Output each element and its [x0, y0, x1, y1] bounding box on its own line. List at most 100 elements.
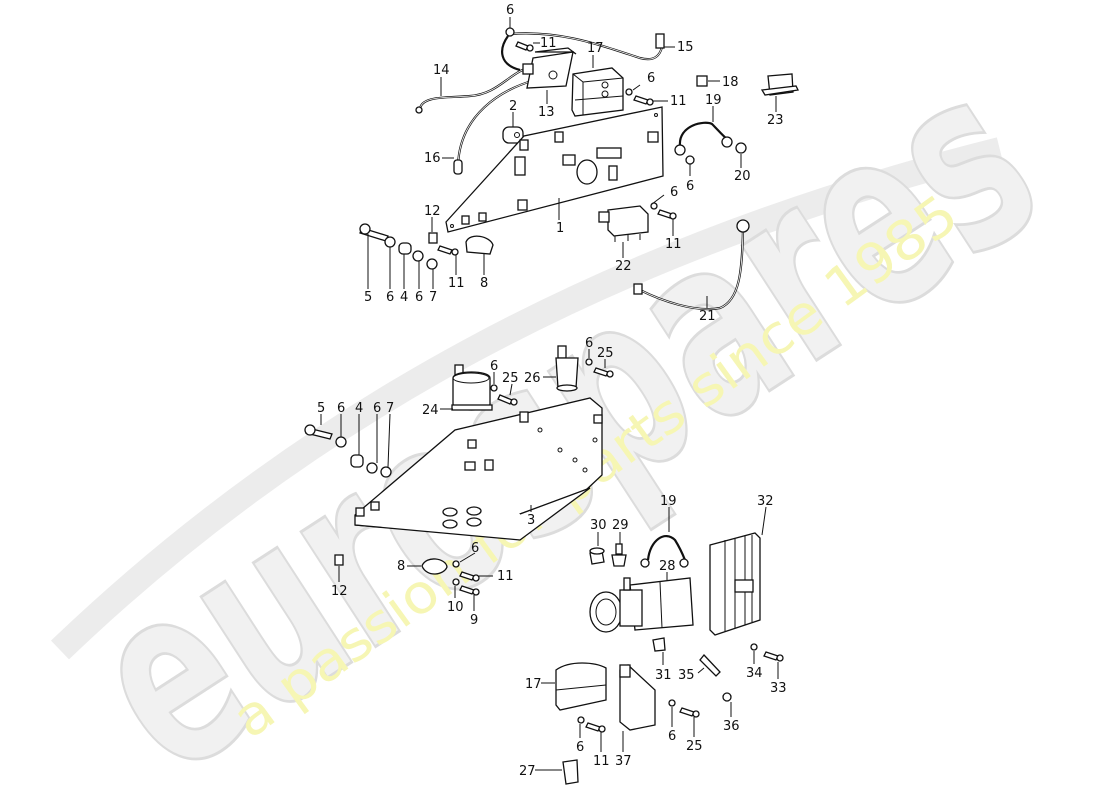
screw-icon [633, 95, 649, 105]
callout-6[interactable]: 6 [506, 3, 514, 18]
nut-20-icon [735, 142, 747, 154]
screw-33-icon [763, 651, 779, 661]
callout-12[interactable]: 12 [331, 584, 348, 599]
regulator-32-icon [709, 532, 761, 636]
relay-37-icon [619, 664, 656, 731]
coil-28-icon [589, 577, 694, 633]
callout-18[interactable]: 18 [722, 75, 739, 90]
callout-6[interactable]: 6 [337, 401, 345, 416]
callout-34[interactable]: 34 [746, 666, 763, 681]
callout-10[interactable]: 10 [447, 600, 464, 615]
callout-11[interactable]: 11 [497, 569, 514, 584]
callout-2[interactable]: 2 [509, 99, 517, 114]
screw-icon [459, 571, 475, 581]
callout-11[interactable]: 11 [670, 94, 687, 109]
callout-14[interactable]: 14 [433, 63, 450, 78]
leader-lines [320, 17, 779, 771]
washer-icon [577, 716, 585, 724]
callout-25[interactable]: 25 [502, 371, 519, 386]
grommet-8-icon [421, 558, 448, 575]
callout-20[interactable]: 20 [734, 169, 751, 184]
fastener-set-upper-icon [359, 223, 494, 270]
callout-11[interactable]: 11 [665, 237, 682, 252]
callout-5[interactable]: 5 [364, 290, 372, 305]
callout-19[interactable]: 19 [660, 494, 677, 509]
washer-icon [685, 155, 695, 165]
clip-12-icon [428, 232, 438, 244]
callout-4[interactable]: 4 [355, 401, 363, 416]
callout-6[interactable]: 6 [471, 541, 479, 556]
callout-6[interactable]: 6 [386, 290, 394, 305]
callout-12[interactable]: 12 [424, 204, 441, 219]
callout-21[interactable]: 21 [699, 309, 716, 324]
callout-6[interactable]: 6 [647, 71, 655, 86]
washer-icon [505, 27, 515, 37]
callout-16[interactable]: 16 [424, 151, 441, 166]
callout-35[interactable]: 35 [678, 668, 695, 683]
plug-31-icon [652, 637, 666, 652]
callout-24[interactable]: 24 [422, 403, 439, 418]
grommet-8-icon [465, 235, 494, 255]
callout-26[interactable]: 26 [524, 371, 541, 386]
callout-27[interactable]: 27 [519, 764, 536, 779]
callout-11[interactable]: 11 [540, 36, 557, 51]
regulator-17b-icon [555, 662, 607, 711]
screw-icon [679, 707, 695, 717]
callout-17[interactable]: 17 [587, 41, 604, 56]
callout-6[interactable]: 6 [670, 185, 678, 200]
callout-37[interactable]: 37 [615, 754, 632, 769]
callout-25[interactable]: 25 [597, 346, 614, 361]
callout-36[interactable]: 36 [723, 719, 740, 734]
relay-13-icon [522, 47, 577, 89]
ground-strap-19b [646, 535, 687, 561]
callout-labels: 6 11 17 15 14 6 18 13 11 19 23 2 16 6 20… [317, 3, 787, 779]
callout-6[interactable]: 6 [373, 401, 381, 416]
callout-19[interactable]: 19 [705, 93, 722, 108]
callout-17[interactable]: 17 [525, 677, 542, 692]
callout-31[interactable]: 31 [655, 668, 672, 683]
callout-3[interactable]: 3 [527, 513, 535, 528]
washer-icon [585, 358, 593, 366]
loose-components [555, 532, 784, 785]
callout-30[interactable]: 30 [590, 518, 607, 533]
relay-23-icon [760, 73, 799, 96]
wire-15-terminal-icon [655, 33, 665, 49]
callout-5[interactable]: 5 [317, 401, 325, 416]
washer-icon [452, 560, 460, 568]
washer-icon [650, 202, 658, 210]
callout-1[interactable]: 1 [556, 221, 564, 236]
callout-8[interactable]: 8 [397, 559, 405, 574]
callout-4[interactable]: 4 [400, 290, 408, 305]
callout-15[interactable]: 15 [677, 40, 694, 55]
callout-9[interactable]: 9 [470, 613, 478, 628]
callout-29[interactable]: 29 [612, 518, 629, 533]
terminal-29-icon [615, 543, 623, 555]
callout-6[interactable]: 6 [686, 179, 694, 194]
mounting-panel-1-icon [445, 106, 664, 233]
callout-11[interactable]: 11 [448, 276, 465, 291]
lower-panel-assembly [304, 345, 614, 596]
callout-13[interactable]: 13 [538, 105, 555, 120]
callout-11[interactable]: 11 [593, 754, 610, 769]
callout-8[interactable]: 8 [480, 276, 488, 291]
callout-28[interactable]: 28 [659, 559, 676, 574]
callout-6[interactable]: 6 [668, 729, 676, 744]
callout-6[interactable]: 6 [576, 740, 584, 755]
callout-25[interactable]: 25 [686, 739, 703, 754]
screw-icon [497, 394, 513, 405]
callout-33[interactable]: 33 [770, 681, 787, 696]
callout-22[interactable]: 22 [615, 259, 632, 274]
fastener-set-lower-icon [304, 424, 392, 478]
callout-23[interactable]: 23 [767, 113, 784, 128]
callout-7[interactable]: 7 [386, 401, 394, 416]
callout-32[interactable]: 32 [757, 494, 774, 509]
callout-6[interactable]: 6 [585, 336, 593, 351]
callout-6[interactable]: 6 [490, 359, 498, 374]
callout-6[interactable]: 6 [415, 290, 423, 305]
seal-36-icon [722, 692, 732, 702]
mounting-panel-3-icon [354, 397, 603, 541]
washer-34-icon [750, 643, 758, 651]
screw-icon [593, 367, 609, 377]
callout-7[interactable]: 7 [429, 290, 437, 305]
